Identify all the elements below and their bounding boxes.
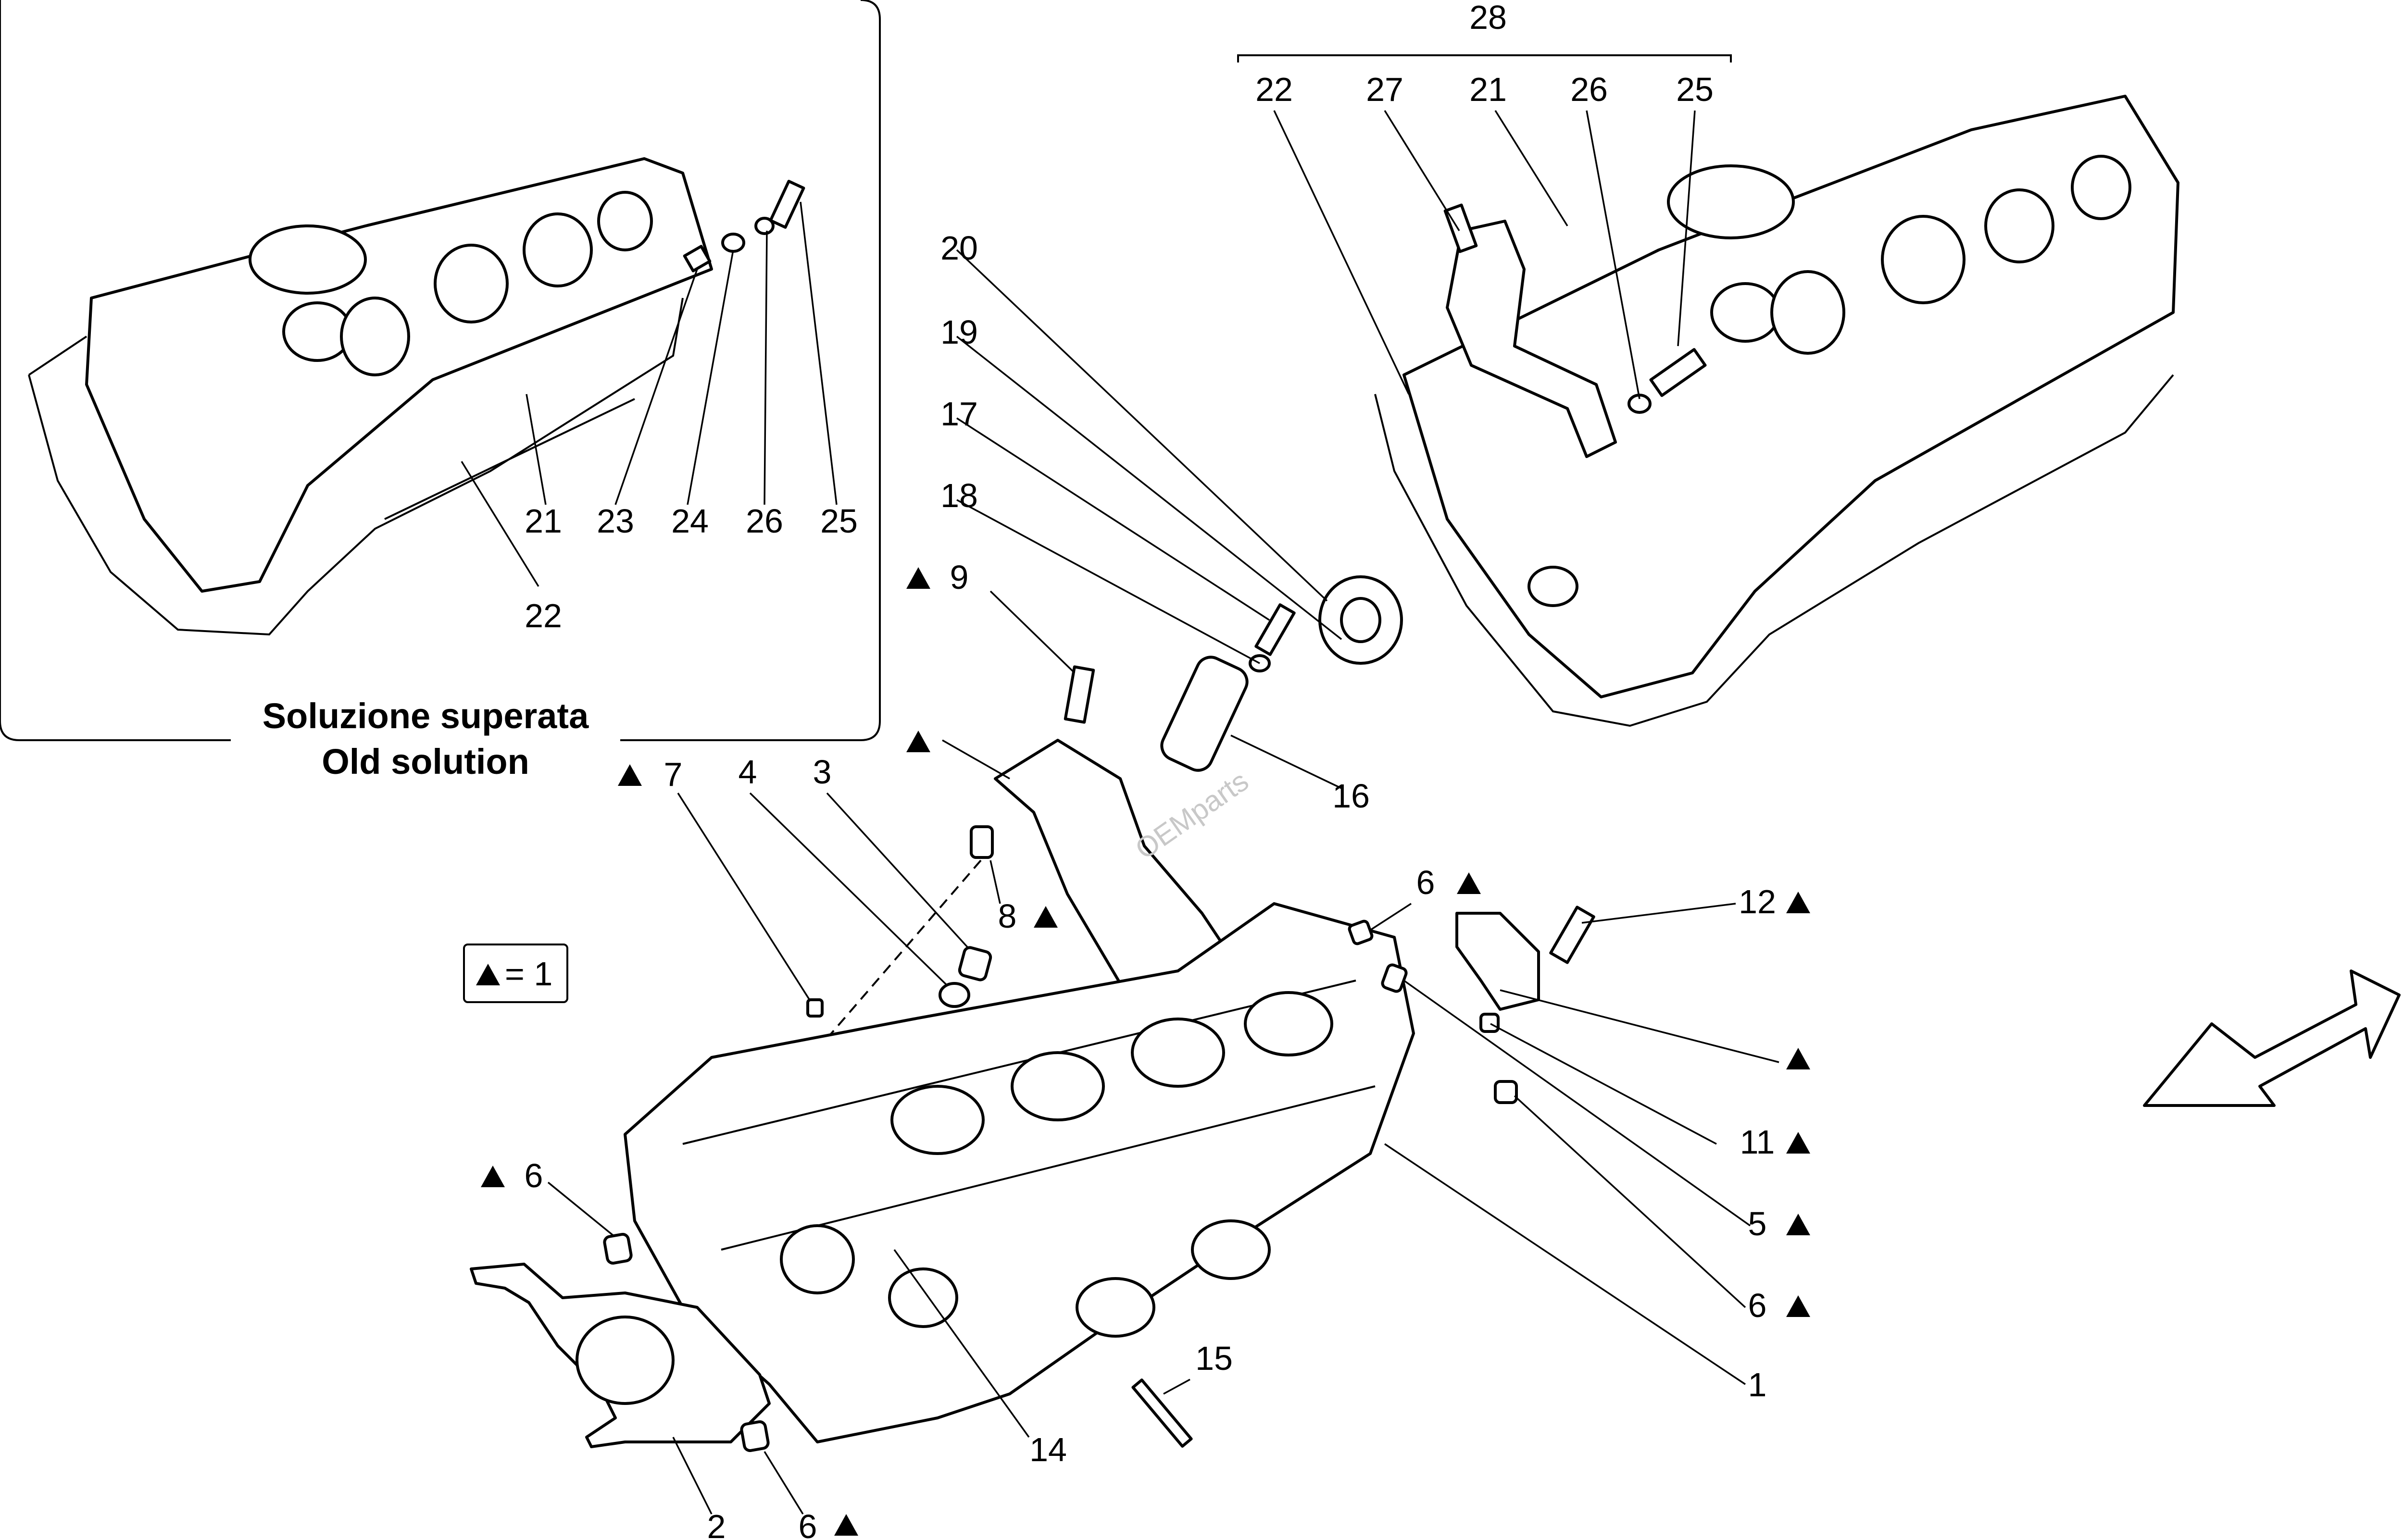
triangle-marker-5 (1786, 1214, 1810, 1235)
callout-inset-24: 24 (671, 502, 709, 540)
callout-9: 9 (950, 559, 969, 596)
oil-filler-neck (1667, 164, 1795, 239)
dowel-8 (970, 825, 994, 859)
callout-20: 20 (940, 229, 978, 267)
triangle-marker-cap-small (1786, 1048, 1810, 1069)
sensor-body (1160, 656, 1249, 772)
old-valve-cover-drawing (28, 157, 805, 636)
callout-15: 15 (1195, 1340, 1233, 1377)
triangle-marker-8 (1034, 906, 1058, 928)
callout-1: 1 (1748, 1366, 1767, 1403)
callout-8: 8 (998, 897, 1017, 935)
callout-top-22: 22 (1255, 71, 1293, 108)
camshaft-cap-small (1455, 912, 1540, 1011)
callout-18: 18 (940, 477, 978, 514)
callout-2: 2 (707, 1508, 726, 1540)
old-solution-inset: 21 23 24 26 25 22 Soluzione superata Old… (0, 0, 881, 782)
callout-top-26: 26 (1570, 71, 1608, 108)
triangle-marker-12 (1786, 892, 1810, 913)
old-bolt-stack (683, 180, 805, 273)
triangle-marker-6-bottom (834, 1514, 858, 1536)
triangle-marker-6-top (1457, 872, 1481, 894)
cylinder-head (624, 902, 1415, 1448)
cover-bracket (1443, 203, 1707, 458)
callout-5: 5 (1748, 1205, 1767, 1242)
triangle-marker-9 (906, 567, 930, 589)
inset-caption-italian: Soluzione superata (263, 696, 589, 736)
callout-19: 19 (940, 313, 978, 351)
callout-7: 7 (664, 756, 683, 793)
triangle-marker-11 (1786, 1132, 1810, 1154)
callout-top-27: 27 (1366, 71, 1403, 108)
callout-3: 3 (813, 753, 832, 791)
callout-inset-23: 23 (597, 502, 634, 540)
callout-inset-26: 26 (746, 502, 783, 540)
callout-6-right: 6 (1748, 1287, 1767, 1324)
callout-inset-22: 22 (525, 597, 562, 634)
legend-text: = 1 (505, 955, 552, 993)
inset-caption-english: Old solution (322, 742, 529, 782)
legend-triangle (476, 964, 500, 985)
callout-11: 11 (1740, 1123, 1775, 1161)
callout-4: 4 (739, 753, 757, 791)
direction-arrow-icon (2143, 969, 2401, 1107)
callout-16: 16 (1332, 777, 1370, 815)
triangle-marker-6-left (481, 1166, 505, 1187)
callout-inset-21: 21 (525, 502, 562, 540)
right-small-parts: 6 12 11 5 6 1 6 15 14 2 6 (481, 864, 1810, 1540)
triangle-marker-cap (906, 731, 930, 752)
callout-12: 12 (1739, 883, 1776, 920)
bolt-9 (1064, 665, 1095, 724)
callout-top-21: 21 (1469, 71, 1507, 108)
left-small-parts: 7 4 3 (618, 753, 992, 1018)
head-gasket (470, 1263, 771, 1448)
callout-top-25: 25 (1676, 71, 1714, 108)
callout-6-bottom: 6 (799, 1508, 817, 1540)
callout-17: 17 (940, 395, 978, 433)
callout-28: 28 (1469, 0, 1507, 36)
callout-6-top: 6 (1416, 864, 1435, 901)
callout-inset-25: 25 (820, 502, 858, 540)
triangle-marker-6-right (1786, 1295, 1810, 1317)
callout-6-left: 6 (525, 1157, 543, 1194)
old-oil-filler-neck (249, 224, 367, 295)
callout-14: 14 (1029, 1431, 1067, 1468)
triangle-marker-7 (618, 764, 642, 786)
valve-cover-assembly: 28 22 27 21 26 25 (1237, 0, 2179, 727)
watermark: OEMparts (1129, 765, 1254, 866)
legend-box: = 1 (463, 944, 568, 1003)
